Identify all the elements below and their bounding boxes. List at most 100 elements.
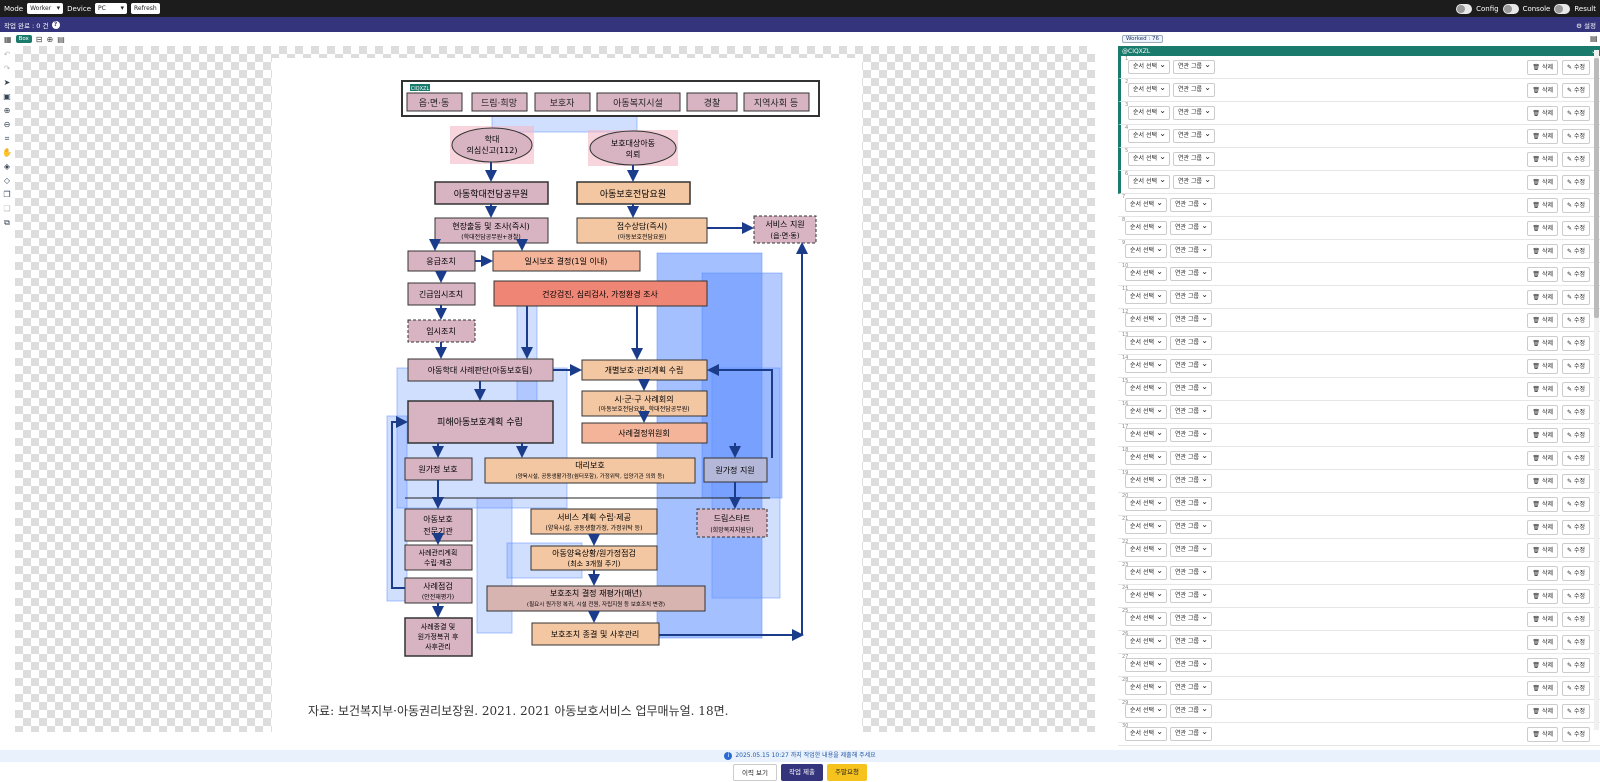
delete-button[interactable]: 🗑 삭제 xyxy=(1527,703,1558,719)
delete-button[interactable]: 🗑 삭제 xyxy=(1527,128,1558,144)
annotation-canvas[interactable]: CIQXZL 읍·면·동 드림·희망 보호자 아동복지시설 경찰 지역사회 등 … xyxy=(15,46,1095,732)
order-select[interactable]: 순서 선택 xyxy=(1125,657,1167,672)
list-item[interactable]: 3순서 선택연관 그룹🗑 삭제✎ 수정 xyxy=(1118,102,1600,125)
info-icon[interactable]: ? xyxy=(51,20,60,29)
delete-button[interactable]: 🗑 삭제 xyxy=(1527,59,1558,75)
delete-button[interactable]: 🗑 삭제 xyxy=(1527,266,1558,282)
list-item[interactable]: 2순서 선택연관 그룹🗑 삭제✎ 수정 xyxy=(1118,79,1600,102)
chevron-down-icon[interactable]: ⌄ xyxy=(1591,48,1596,55)
list-item[interactable]: 1순서 선택연관 그룹🗑 삭제✎ 수정 xyxy=(1118,56,1600,79)
undo-icon[interactable]: ↶ xyxy=(3,50,11,59)
related-group-select[interactable]: 연관 그룹 xyxy=(1170,496,1212,511)
order-select[interactable]: 순서 선택 xyxy=(1125,611,1167,626)
edit-button[interactable]: ✎ 수정 xyxy=(1562,105,1590,121)
delete-button[interactable]: 🗑 삭제 xyxy=(1527,680,1558,696)
related-group-select[interactable]: 연관 그룹 xyxy=(1170,335,1212,350)
edit-button[interactable]: ✎ 수정 xyxy=(1562,450,1590,466)
list-item[interactable]: 5순서 선택연관 그룹🗑 삭제✎ 수정 xyxy=(1118,148,1600,171)
zoom-in-icon[interactable]: ⊕ xyxy=(3,106,11,115)
order-select[interactable]: 순서 선택 xyxy=(1125,266,1167,281)
redo-icon[interactable]: ↷ xyxy=(3,64,11,73)
pointer-icon[interactable]: ➤ xyxy=(3,78,11,87)
order-select[interactable]: 순서 선택 xyxy=(1125,496,1167,511)
order-select[interactable]: 순서 선택 xyxy=(1128,82,1170,97)
delete-button[interactable]: 🗑 삭제 xyxy=(1527,243,1558,259)
order-select[interactable]: 순서 선택 xyxy=(1128,105,1170,120)
related-group-select[interactable]: 연관 그룹 xyxy=(1170,519,1212,534)
grid-icon[interactable]: ▦ xyxy=(4,34,12,44)
order-select[interactable]: 순서 선택 xyxy=(1125,450,1167,465)
delete-button[interactable]: 🗑 삭제 xyxy=(1527,450,1558,466)
box-mode-button[interactable]: Box xyxy=(15,35,32,43)
group-header[interactable]: @CIQXZL ⌄ xyxy=(1118,46,1600,56)
edit-button[interactable]: ✎ 수정 xyxy=(1562,680,1590,696)
delete-button[interactable]: 🗑 삭제 xyxy=(1527,588,1558,604)
order-select[interactable]: 순서 선택 xyxy=(1128,151,1170,166)
submit-work-button[interactable]: 작업 제출 xyxy=(781,764,824,781)
device-select[interactable]: PC xyxy=(95,3,128,14)
edit-button[interactable]: ✎ 수정 xyxy=(1562,611,1590,627)
related-group-select[interactable]: 연관 그룹 xyxy=(1170,588,1212,603)
edit-button[interactable]: ✎ 수정 xyxy=(1562,519,1590,535)
list-item[interactable]: 7순서 선택연관 그룹🗑 삭제✎ 수정 xyxy=(1118,194,1600,217)
related-group-select[interactable]: 연관 그룹 xyxy=(1173,105,1215,120)
edit-button[interactable]: ✎ 수정 xyxy=(1562,657,1590,673)
request-button[interactable]: 주말요청 xyxy=(827,764,867,781)
order-select[interactable]: 순서 선택 xyxy=(1125,565,1167,580)
delete-button[interactable]: 🗑 삭제 xyxy=(1527,381,1558,397)
layers-icon[interactable]: ⧉ xyxy=(4,218,10,227)
related-group-select[interactable]: 연관 그룹 xyxy=(1173,82,1215,97)
order-select[interactable]: 순서 선택 xyxy=(1125,542,1167,557)
delete-button[interactable]: 🗑 삭제 xyxy=(1527,519,1558,535)
edit-button[interactable]: ✎ 수정 xyxy=(1562,335,1590,351)
tag-add-icon[interactable]: ◇ xyxy=(3,176,11,185)
edit-button[interactable]: ✎ 수정 xyxy=(1562,151,1590,167)
edit-button[interactable]: ✎ 수정 xyxy=(1562,82,1590,98)
panel-layout-icon[interactable]: ▤ xyxy=(1590,34,1598,43)
edit-button[interactable]: ✎ 수정 xyxy=(1562,726,1590,742)
delete-button[interactable]: 🗑 삭제 xyxy=(1527,289,1558,305)
delete-button[interactable]: 🗑 삭제 xyxy=(1527,358,1558,374)
related-group-select[interactable]: 연관 그룹 xyxy=(1170,726,1212,741)
order-select[interactable]: 순서 선택 xyxy=(1125,404,1167,419)
delete-button[interactable]: 🗑 삭제 xyxy=(1527,565,1558,581)
related-group-select[interactable]: 연관 그룹 xyxy=(1170,657,1212,672)
related-group-select[interactable]: 연관 그룹 xyxy=(1170,220,1212,235)
delete-button[interactable]: 🗑 삭제 xyxy=(1527,335,1558,351)
edit-button[interactable]: ✎ 수정 xyxy=(1562,197,1590,213)
edit-button[interactable]: ✎ 수정 xyxy=(1562,243,1590,259)
delete-button[interactable]: 🗑 삭제 xyxy=(1527,427,1558,443)
order-select[interactable]: 순서 선택 xyxy=(1128,128,1170,143)
related-group-select[interactable]: 연관 그룹 xyxy=(1170,404,1212,419)
hand-icon[interactable]: ✋ xyxy=(2,148,12,157)
order-select[interactable]: 순서 선택 xyxy=(1125,381,1167,396)
copy-icon[interactable]: ❐ xyxy=(3,190,11,199)
delete-button[interactable]: 🗑 삭제 xyxy=(1527,174,1558,190)
delete-button[interactable]: 🗑 삭제 xyxy=(1527,404,1558,420)
related-group-select[interactable]: 연관 그룹 xyxy=(1170,611,1212,626)
order-select[interactable]: 순서 선택 xyxy=(1125,358,1167,373)
delete-button[interactable]: 🗑 삭제 xyxy=(1527,726,1558,742)
list-item[interactable]: 6순서 선택연관 그룹🗑 삭제✎ 수정 xyxy=(1118,171,1600,194)
delete-button[interactable]: 🗑 삭제 xyxy=(1527,220,1558,236)
delete-button[interactable]: 🗑 삭제 xyxy=(1527,611,1558,627)
order-select[interactable]: 순서 선택 xyxy=(1128,59,1170,74)
order-select[interactable]: 순서 선택 xyxy=(1125,427,1167,442)
list-item[interactable]: 8순서 선택연관 그룹🗑 삭제✎ 수정 xyxy=(1118,217,1600,240)
panel-scrollbar[interactable] xyxy=(1594,50,1599,730)
delete-button[interactable]: 🗑 삭제 xyxy=(1527,105,1558,121)
edit-button[interactable]: ✎ 수정 xyxy=(1562,381,1590,397)
delete-button[interactable]: 🗑 삭제 xyxy=(1527,151,1558,167)
edit-button[interactable]: ✎ 수정 xyxy=(1562,427,1590,443)
